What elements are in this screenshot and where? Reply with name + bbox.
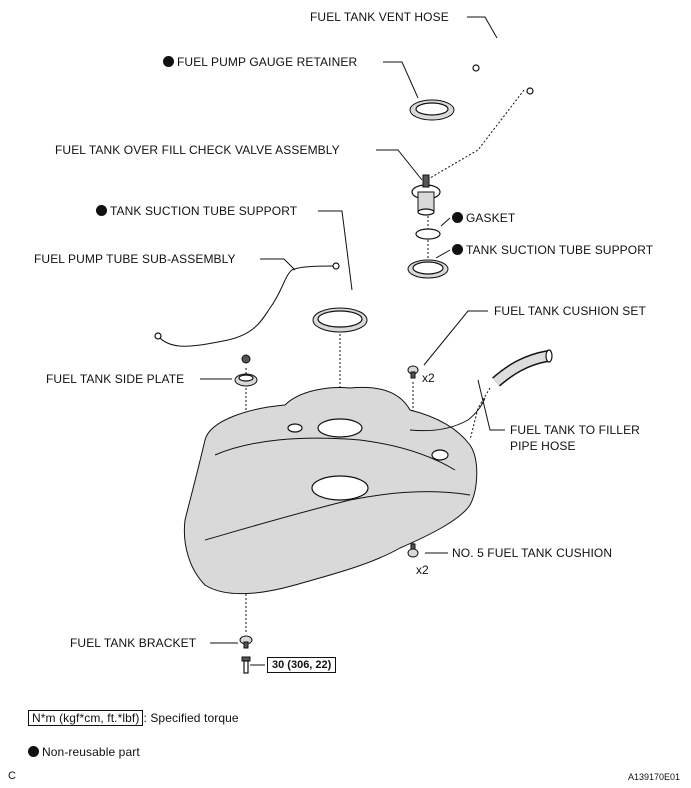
torque-value-box: 30 (306, 22) [267, 657, 337, 673]
suction-support-left-part [312, 307, 368, 333]
cushion-set-part [407, 365, 419, 379]
label-gasket: GASKET [452, 211, 515, 225]
filler-hose-part [492, 349, 553, 387]
figure-id: A139170E01 [628, 772, 681, 782]
label-suction-support-right: TANK SUCTION TUBE SUPPORT [452, 243, 653, 257]
label-vent-hose: FUEL TANK VENT HOSE [310, 10, 449, 24]
legend-torque-desc: : Specified torque [143, 711, 239, 725]
label-cushion-set: FUEL TANK CUSHION SET [494, 304, 646, 318]
side-plate-part [234, 354, 258, 387]
non-reusable-bullet-icon [452, 244, 463, 255]
suction-support-right-part [407, 259, 449, 279]
label-bracket: FUEL TANK BRACKET [70, 636, 197, 650]
label-side-plate: FUEL TANK SIDE PLATE [46, 372, 185, 386]
label-suction-support-right-text: TANK SUCTION TUBE SUPPORT [466, 243, 654, 257]
legend-torque-unit: N*m (kgf*cm, ft.*lbf) [28, 710, 144, 726]
corner-letter: C [8, 770, 16, 782]
check-valve-part [411, 174, 441, 216]
label-pump-tube: FUEL PUMP TUBE SUB-ASSEMBLY [34, 252, 236, 266]
pump-tube-part [154, 262, 340, 347]
label-filler-hose-line1: FUEL TANK TO FILLER [510, 423, 640, 437]
no5-cushion-part [407, 543, 419, 558]
label-suction-support-left: TANK SUCTION TUBE SUPPORT [96, 204, 297, 218]
legend-non-reusable: Non-reusable part [28, 745, 140, 759]
non-reusable-bullet-icon [96, 205, 107, 216]
label-suction-support-left-text: TANK SUCTION TUBE SUPPORT [110, 204, 298, 218]
bracket-part [239, 635, 253, 674]
label-gauge-retainer-text: FUEL PUMP GAUGE RETAINER [177, 55, 358, 69]
label-gauge-retainer: FUEL PUMP GAUGE RETAINER [163, 55, 357, 69]
multiplier-no5-cushion: x2 [416, 563, 429, 577]
label-check-valve: FUEL TANK OVER FILL CHECK VALVE ASSEMBLY [55, 143, 340, 157]
legend-torque: N*m (kgf*cm, ft.*lbf): Specified torque [28, 710, 239, 726]
non-reusable-bullet-icon [452, 212, 463, 223]
non-reusable-bullet-icon [163, 56, 174, 67]
label-no5-cushion: NO. 5 FUEL TANK CUSHION [452, 546, 613, 560]
label-gasket-text: GASKET [466, 211, 516, 225]
gasket-part [415, 228, 441, 240]
leader-lines [200, 16, 505, 644]
gauge-retainer-part [409, 99, 455, 121]
non-reusable-bullet-icon [28, 746, 39, 757]
fuel-tank-part [183, 386, 486, 595]
legend-non-reusable-text: Non-reusable part [42, 745, 140, 759]
label-filler-hose-line2: PIPE HOSE [510, 439, 576, 453]
multiplier-cushion-set: x2 [422, 371, 435, 385]
vent-hose-part [472, 46, 534, 95]
